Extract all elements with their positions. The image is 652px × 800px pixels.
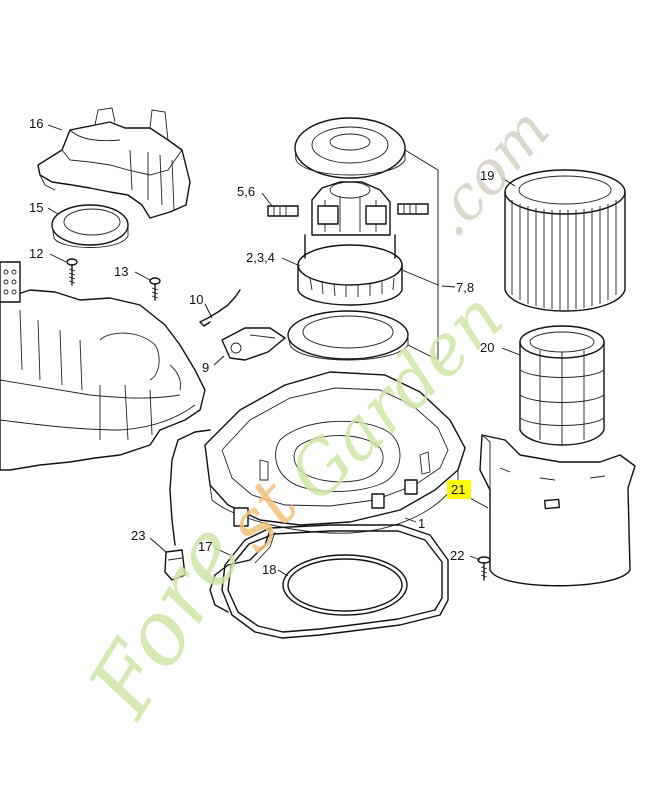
callout-9: 9 xyxy=(202,360,209,375)
part-18-seal-ring xyxy=(282,554,408,616)
part-5-6-brushes xyxy=(267,203,429,217)
part-22-screw xyxy=(477,556,491,581)
callout-10: 10 xyxy=(189,292,203,307)
callout-22: 22 xyxy=(450,548,464,563)
part-13-screw xyxy=(149,277,161,301)
part-12-screw xyxy=(66,258,78,286)
callout-13: 13 xyxy=(114,264,128,279)
callout-labels: 16 15 12 13 5,6 2,3,4 10 9 19 7,8 20 21 … xyxy=(29,116,494,577)
bracket-7-8 xyxy=(401,149,439,361)
tank-gasket xyxy=(221,524,449,639)
part-9-latch xyxy=(221,327,286,361)
callout-15: 15 xyxy=(29,200,43,215)
part-2-3-4-motor xyxy=(297,181,403,306)
watermark-text-1: Fore xyxy=(67,506,263,735)
callout-21-highlight xyxy=(447,480,471,499)
part-20-filter-cage xyxy=(519,325,605,446)
callout-5-6: 5,6 xyxy=(237,184,255,199)
callout-2-3-4: 2,3,4 xyxy=(246,250,275,265)
motor-gasket-rings xyxy=(287,310,409,361)
callout-1: 1 xyxy=(418,516,425,531)
callout-21: 21 xyxy=(451,482,465,497)
motor-top-cap xyxy=(294,117,406,179)
part-17-cable xyxy=(209,529,276,613)
part-1-tank-top xyxy=(204,371,466,534)
part-10-spring xyxy=(199,289,241,327)
callout-19: 19 xyxy=(480,168,494,183)
callout-7-8: 7,8 xyxy=(456,280,474,295)
callout-20: 20 xyxy=(480,340,494,355)
callout-17: 17 xyxy=(198,539,212,554)
callout-12: 12 xyxy=(29,246,43,261)
motor-housing-left xyxy=(0,261,206,471)
part-15-ring xyxy=(51,204,129,248)
part-19-filter xyxy=(504,169,626,312)
callout-16: 16 xyxy=(29,116,43,131)
callout-23: 23 xyxy=(131,528,145,543)
part-21-container xyxy=(479,434,636,587)
callout-18: 18 xyxy=(262,562,276,577)
part-23-switch xyxy=(164,429,211,581)
part-16-top-cover xyxy=(37,107,191,219)
leader-lines xyxy=(47,124,521,577)
